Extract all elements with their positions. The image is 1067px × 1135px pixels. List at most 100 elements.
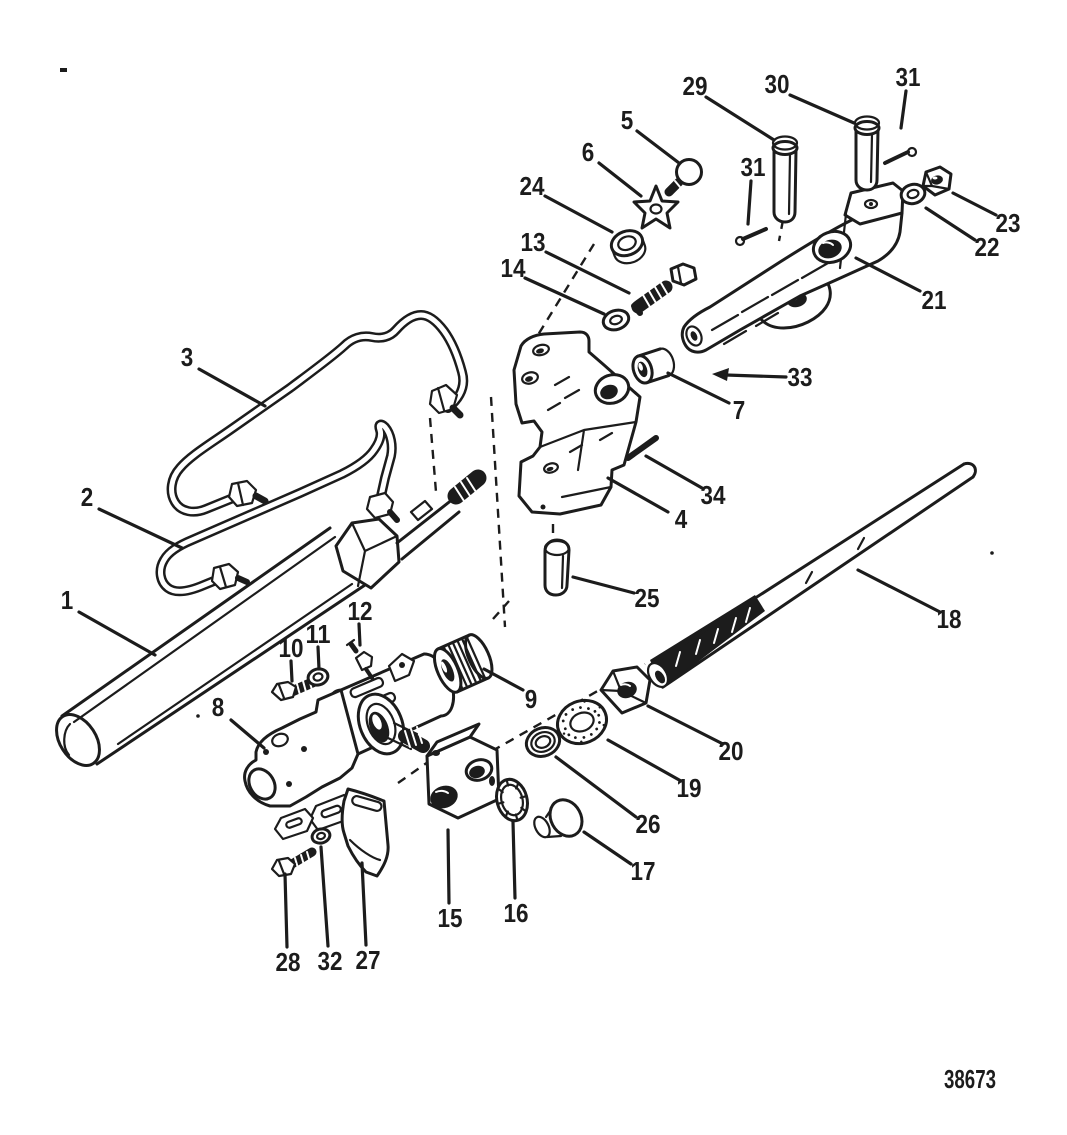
callout-label-31-31: 31 — [741, 152, 766, 182]
drawing-number: 38673 — [944, 1064, 996, 1094]
part-20-nut — [599, 665, 652, 715]
callout-label-21-20: 21 — [922, 285, 947, 315]
leader-line-33-33 — [724, 373, 788, 379]
part-26-seal — [524, 726, 562, 758]
leader-line-28-27 — [283, 872, 289, 949]
leader-line-14-13 — [523, 276, 606, 316]
part-12-fitting — [345, 638, 374, 680]
part-7-bushing — [631, 347, 676, 385]
callout-label-7-6: 7 — [733, 395, 746, 425]
leader-line-9-8 — [482, 667, 525, 692]
part-25-pin — [543, 538, 571, 597]
callout-label-27-26: 27 — [356, 945, 381, 975]
part-31-cotter-pin-top — [883, 146, 918, 165]
part-27-clip-bracket — [340, 787, 390, 878]
callout-label-29-28: 29 — [683, 71, 708, 101]
leader-line-19-18 — [606, 738, 683, 783]
part-3-hose-upper — [166, 310, 469, 517]
callout-label-19-18: 19 — [677, 773, 702, 803]
callout-label-12-11: 12 — [348, 596, 373, 626]
part-9-coupler-nut — [432, 633, 494, 694]
part-6-star-knob — [632, 184, 680, 230]
leader-line-17-16 — [582, 830, 633, 866]
part-14-washer — [601, 308, 631, 332]
leader-line-31-31 — [746, 179, 753, 226]
leader-line-10-9 — [289, 659, 294, 683]
leader-line-31-30 — [899, 89, 908, 130]
leader-line-29-28 — [704, 95, 776, 142]
part-4-mounting-bracket — [512, 330, 642, 516]
callout-label-11-10: 11 — [306, 619, 331, 649]
leader-line-1-0 — [77, 610, 157, 657]
part-19-seal-ring — [556, 698, 608, 746]
callout-label-32-32: 32 — [318, 946, 343, 976]
leader-line-32-32 — [319, 845, 330, 948]
callout-label-26-25: 26 — [636, 809, 661, 839]
part-32-washer — [310, 827, 332, 845]
callout-label-8-7: 8 — [212, 692, 225, 722]
part-16-serrated-ring — [495, 777, 529, 823]
leader-line-21-20 — [854, 256, 922, 293]
leader-line-30-29 — [788, 93, 856, 125]
leader-line-23-22 — [951, 191, 998, 217]
callout-label-20-19: 20 — [719, 736, 744, 766]
leader-line-26-25 — [554, 755, 638, 819]
leader-line-27-26 — [360, 861, 368, 947]
leader-line-20-19 — [646, 704, 725, 746]
leader-line-11-10 — [316, 645, 321, 671]
part-8-control-valve-assembly — [243, 652, 456, 841]
callout-label-28-27: 28 — [276, 947, 301, 977]
callout-label-16-15: 16 — [504, 898, 529, 928]
part-28-bolt — [270, 847, 317, 878]
leader-line-4-3 — [606, 476, 670, 514]
part-5-ball-stud — [664, 158, 703, 197]
leader-line-5-4 — [635, 129, 681, 165]
leader-line-3-2 — [197, 367, 267, 408]
part-31-cotter-pin-mid — [734, 227, 768, 247]
callout-label-24-23: 24 — [520, 171, 545, 201]
callout-label-9-8: 9 — [525, 684, 538, 714]
callout-label-25-24: 25 — [635, 583, 660, 613]
part-22-washer — [899, 182, 927, 206]
leader-line-24-23 — [543, 194, 614, 234]
ink-specks — [60, 68, 994, 718]
callout-label-18-17: 18 — [937, 604, 962, 634]
leader-line-12-11 — [357, 622, 362, 647]
seal-stipple — [560, 700, 605, 743]
leader-line-34-34 — [644, 454, 704, 490]
leader-line-16-15 — [511, 820, 517, 900]
part-15-clamp-block — [425, 722, 501, 820]
callout-label-14-13: 14 — [501, 253, 526, 283]
callout-label-17-16: 17 — [631, 856, 656, 886]
callout-label-15-14: 15 — [438, 903, 463, 933]
callout-label-34-34: 34 — [701, 480, 726, 510]
part-23-nut — [921, 165, 953, 197]
callout-label-3-2: 3 — [181, 342, 194, 372]
callout-label-1-0: 1 — [61, 585, 74, 615]
callout-label-30-29: 30 — [765, 69, 790, 99]
callout-label-23-22: 23 — [996, 208, 1021, 238]
callout-label-31-30: 31 — [896, 62, 921, 92]
leader-line-15-14 — [446, 828, 451, 905]
part-11-washer — [306, 667, 330, 687]
leader-line-22-21 — [924, 206, 977, 242]
part-24-bushing-ring — [609, 229, 647, 265]
part-33-arrow-icon — [712, 368, 729, 381]
callout-label-10-9: 10 — [279, 633, 304, 663]
leader-line-13-12 — [544, 250, 631, 295]
leader-line-2-1 — [97, 507, 184, 550]
part-29-clevis-pin — [771, 135, 799, 224]
part-2-hose-lower — [155, 419, 400, 597]
part-17-plug — [533, 798, 584, 839]
callout-label-5-4: 5 — [621, 105, 634, 135]
part-1-cylinder-tube — [55, 469, 487, 767]
part-30-clevis-pin — [853, 115, 881, 192]
callout-label-2-1: 2 — [81, 482, 94, 512]
callout-label-22-21: 22 — [975, 232, 1000, 262]
part-18-steering-rod — [646, 461, 977, 689]
part-13-bolt — [631, 262, 698, 316]
part-21-clevis-arm — [680, 181, 905, 354]
leader-line-8-7 — [229, 718, 266, 750]
